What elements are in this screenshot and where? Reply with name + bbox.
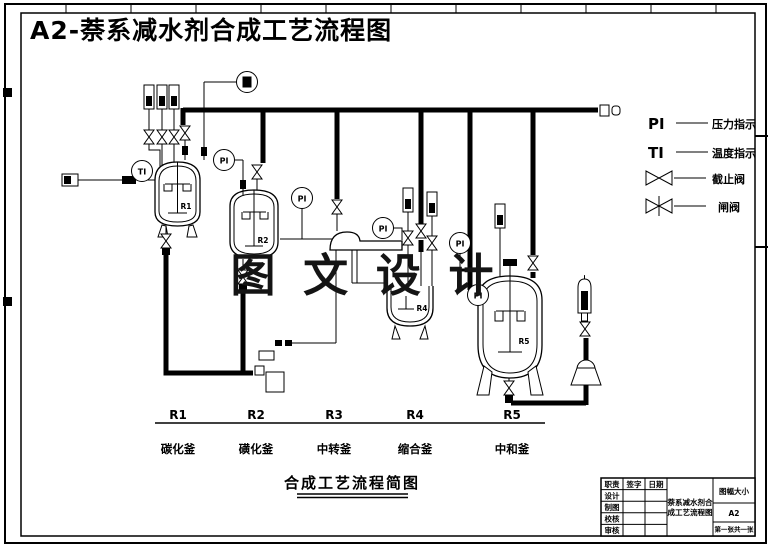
tb-row-draft: 制图	[605, 502, 620, 512]
tb-header-sign: 签字	[626, 479, 642, 489]
r2-stirrer	[241, 190, 269, 247]
tb-sheet-note: 第一张共一张	[715, 525, 755, 534]
pipe-end-fitting	[599, 104, 610, 117]
centering-mark-left-2	[3, 297, 12, 306]
pi-gauge-r2: PI	[220, 157, 229, 166]
tb-header-date: 日期	[649, 479, 664, 489]
legend-ti-symbol: TI	[648, 144, 664, 162]
reactor-r2: R2 PI PI	[213, 149, 332, 291]
rotameter-1	[143, 84, 155, 110]
r1-tag: R1	[181, 202, 192, 211]
equipment-schedule: R1 R2 R3 R4 R5 碳化釜 磺化釜 中转釜 缩合釜 中和釜	[155, 408, 545, 456]
rotameter-bank	[143, 84, 180, 173]
title-block: 职责 签字 日期 设计 制图 校核 审核 萘系减水剂合 成工艺流程图 图幅大小 …	[600, 477, 756, 537]
r4-stirrer	[398, 296, 414, 310]
schedule-id-r4: R4	[406, 408, 424, 422]
schedule-id-r5: R5	[503, 408, 521, 422]
ruler-ticks-top	[65, 4, 717, 13]
stop-valve-icon	[645, 170, 673, 186]
ti-gauge-r1: TI	[138, 168, 146, 177]
rotameter-6	[494, 203, 506, 229]
schedule-id-r1: R1	[169, 408, 187, 422]
pi-gauge-r3: PI	[379, 225, 388, 234]
tb-size-label: 图幅大小	[719, 486, 749, 496]
pi-gauge-r2r3: PI	[298, 195, 307, 204]
legend-stop-valve-label: 截止阀	[712, 172, 745, 186]
r5-stirrer	[494, 263, 526, 353]
header-pressure-gauge	[201, 71, 258, 160]
drawing-caption: 合成工艺流程简图	[283, 474, 420, 492]
rotameter-4	[402, 187, 414, 213]
legend-gate-valve-label: 闸阀	[718, 200, 740, 214]
rotameter-5	[426, 191, 438, 217]
pi-gauge-r5: PI	[474, 292, 483, 301]
tb-drawing-name-1: 萘系减水剂合	[667, 497, 713, 507]
drawing-frame	[3, 3, 768, 544]
caption-group: 合成工艺流程简图	[283, 474, 420, 499]
reactor-r5: R5 PI	[467, 203, 544, 403]
r5-tag: R5	[519, 337, 530, 346]
r1-instruments: TI	[61, 160, 155, 187]
r4-tag: R4	[417, 304, 428, 313]
legend: PI 压力指示 TI 温度指示 截止阀 闸阀	[645, 115, 756, 216]
r4-legs	[391, 324, 429, 340]
pump-base	[570, 367, 602, 386]
schedule-name-r2: 磺化釜	[239, 442, 274, 456]
schedule-id-r2: R2	[247, 408, 265, 422]
r1-bottom-valve	[160, 233, 172, 249]
r5-legs	[476, 365, 544, 396]
tb-row-check: 校核	[605, 514, 620, 524]
schedule-name-r1: 碳化釜	[161, 442, 196, 456]
discharge-pump-group	[570, 275, 602, 386]
tb-header-duty: 职责	[605, 479, 620, 489]
reactor-r4: R4	[386, 286, 434, 340]
schedule-name-r3: 中转釜	[317, 442, 352, 456]
legend-pi-symbol: PI	[648, 115, 665, 133]
r5-bottom-valve	[503, 380, 515, 396]
watermark: 图 文 设 计	[231, 249, 500, 302]
r1-stirrer	[163, 162, 192, 214]
pipe-end-fitting-2	[611, 105, 621, 116]
tb-row-review: 审核	[605, 525, 620, 535]
schedule-id-r3: R3	[325, 408, 343, 422]
centering-mark-left-1	[3, 88, 12, 97]
page-title: A2-萘系减水剂合成工艺流程图	[30, 16, 392, 45]
legend-pi-label: 压力指示	[712, 117, 756, 131]
feed-valve-3	[168, 129, 180, 145]
feed-valve-1	[143, 129, 155, 145]
reactor-r1: R1	[154, 161, 201, 255]
legend-ti-label: 温度指示	[712, 146, 756, 160]
r2-tag: R2	[258, 236, 269, 245]
transfer-pump-group	[254, 250, 337, 393]
tb-size-value: A2	[728, 509, 739, 518]
rotameter-2	[156, 84, 168, 110]
reactor-r3: PI	[329, 217, 403, 284]
schedule-name-r5: 中和釜	[495, 442, 530, 456]
tb-drawing-name-2: 成工艺流程图	[668, 507, 713, 517]
main-pipe-network	[163, 104, 621, 406]
tb-row-design: 设计	[605, 491, 620, 501]
schedule-name-r4: 缩合釜	[398, 442, 433, 456]
rotameter-3	[168, 84, 180, 110]
pump-suction-valve	[579, 321, 591, 337]
feed-valve-2	[156, 129, 168, 145]
r4-feed-group: PI	[402, 187, 471, 288]
pi-gauge-r4: PI	[456, 240, 465, 249]
